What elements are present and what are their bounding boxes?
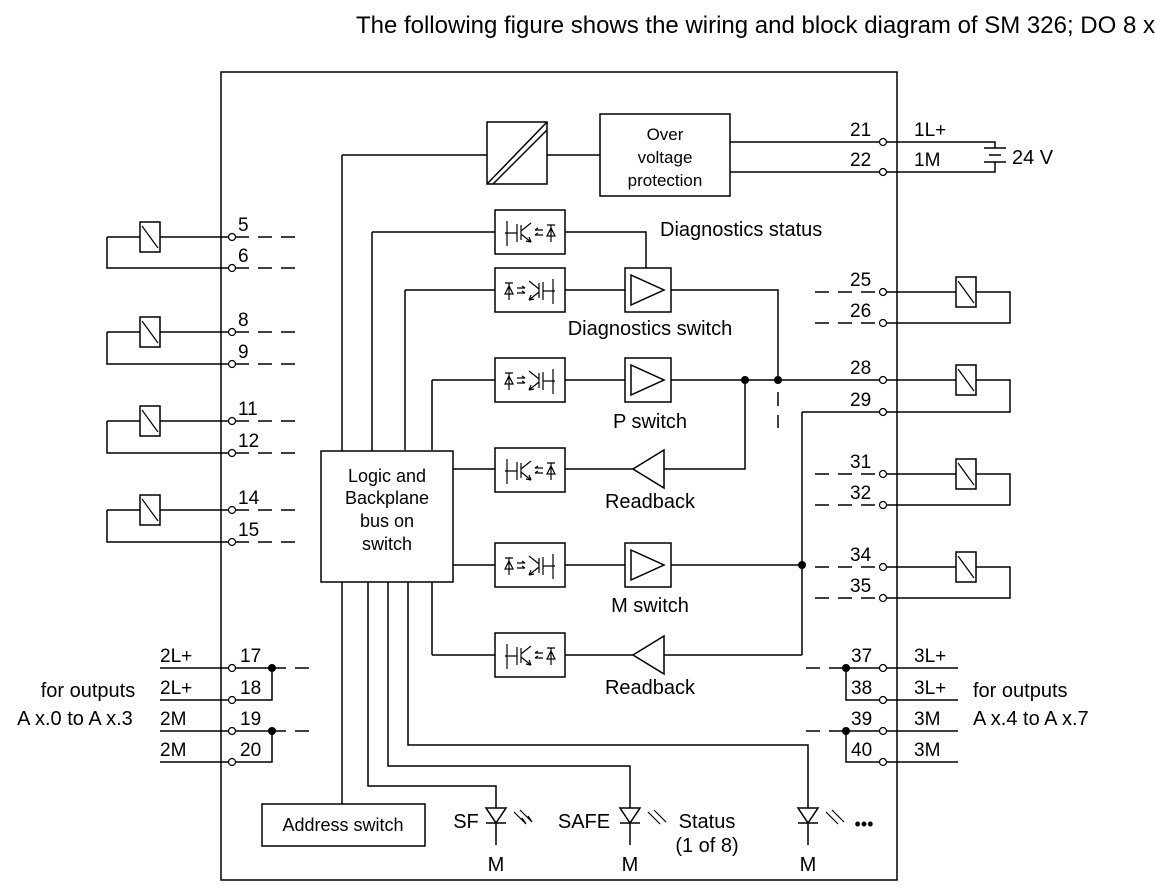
address-switch-label: Address switch — [282, 815, 403, 835]
term-17: 17 — [240, 646, 261, 667]
label-p-switch: P switch — [613, 411, 687, 433]
label-status-sub: (1 of 8) — [675, 835, 738, 857]
label-safe: SAFE — [558, 811, 610, 833]
term-25: 25 — [850, 270, 871, 291]
signal-3m-39: 3M — [914, 709, 940, 730]
signal-1m: 1M — [914, 150, 940, 171]
opto-readback-1 — [494, 447, 566, 493]
term-21: 21 — [850, 120, 871, 141]
left-loads: 5 6 8 9 11 12 14 15 — [106, 215, 300, 547]
term-38: 38 — [851, 678, 872, 699]
term-14: 14 — [238, 488, 260, 509]
over-voltage-line-2: voltage — [638, 148, 693, 167]
logic-line-1: Logic and — [348, 466, 426, 486]
left-note-1: for outputs — [41, 680, 136, 702]
term-15: 15 — [238, 520, 259, 541]
term-34: 34 — [850, 545, 872, 566]
signal-2l-18: 2L+ — [160, 678, 192, 699]
logic-line-4: switch — [362, 534, 412, 554]
right-power: 21 1L+ 22 1M — [850, 120, 946, 177]
term-19: 19 — [240, 709, 261, 730]
term-32: 32 — [850, 483, 871, 504]
label-sf: SF — [453, 811, 479, 833]
term-12: 12 — [238, 431, 259, 452]
term-35: 35 — [850, 576, 871, 597]
signal-2l-17: 2L+ — [160, 646, 192, 667]
right-supply: 37 3L+ 38 3L+ 39 3M 40 3M for outputs A … — [806, 646, 1089, 767]
channel-logic: Diagnostics status Diagnostics switch P … — [371, 209, 880, 699]
label-diagnostics-switch: Diagnostics switch — [568, 318, 733, 340]
term-22: 22 — [850, 150, 871, 171]
label-readback-1: Readback — [605, 491, 696, 513]
left-note-2: A x.0 to A x.3 — [17, 708, 133, 730]
module-outline — [220, 71, 898, 881]
address-switch-block — [261, 803, 426, 847]
opto-p-switch — [494, 357, 566, 403]
term-29: 29 — [850, 390, 871, 411]
right-loads: 25 26 28 29 31 32 34 35 — [815, 270, 1011, 603]
label-m-1: M — [488, 854, 505, 876]
logic-line-3: bus on — [360, 511, 414, 531]
logic-block: Logic and Backplane bus on switch — [320, 450, 454, 583]
opto-readback-2 — [494, 632, 566, 678]
label-m-3: M — [800, 854, 817, 876]
term-39: 39 — [851, 709, 872, 730]
opto-m-switch — [494, 542, 566, 588]
term-11: 11 — [238, 399, 258, 420]
label-ellipsis: ••• — [855, 814, 874, 834]
over-voltage-line-1: Over — [647, 125, 684, 144]
label-status: Status — [679, 811, 736, 833]
term-40: 40 — [851, 740, 872, 761]
label-m-2: M — [622, 854, 639, 876]
label-diagnostics-status: Diagnostics status — [660, 219, 822, 241]
term-26: 26 — [850, 301, 871, 322]
label-readback-2: Readback — [605, 677, 696, 699]
term-31: 31 — [850, 452, 871, 473]
term-20: 20 — [240, 740, 261, 761]
term-18: 18 — [240, 678, 261, 699]
label-m-switch: M switch — [611, 595, 689, 617]
term-9: 9 — [238, 342, 249, 363]
signal-3l-37: 3L+ — [914, 646, 946, 667]
term-5: 5 — [238, 215, 249, 236]
over-voltage-line-3: protection — [628, 171, 703, 190]
signal-1l: 1L+ — [914, 120, 946, 141]
left-supply: 2L+ 17 2L+ 18 2M 19 2M 20 for outputs A … — [17, 646, 312, 767]
leds-section: Address switch SF SAFE Status (1 of 8) •… — [261, 582, 874, 876]
supply-voltage-label: 24 V — [1012, 147, 1054, 169]
term-8: 8 — [238, 310, 249, 331]
signal-2m-19: 2M — [160, 709, 186, 730]
figure-caption: The following figure shows the wiring an… — [355, 12, 1155, 39]
signal-3l-38: 3L+ — [914, 678, 946, 699]
term-6: 6 — [238, 246, 249, 267]
term-28: 28 — [850, 358, 871, 379]
right-note-1: for outputs — [973, 680, 1068, 702]
signal-2m-20: 2M — [160, 740, 186, 761]
logic-line-2: Backplane — [345, 488, 429, 508]
opto-diag-switch — [494, 267, 566, 313]
term-37: 37 — [851, 646, 872, 667]
signal-3m-40: 3M — [914, 740, 940, 761]
opto-diag-status — [494, 209, 566, 255]
right-note-2: A x.4 to A x.7 — [973, 708, 1089, 730]
